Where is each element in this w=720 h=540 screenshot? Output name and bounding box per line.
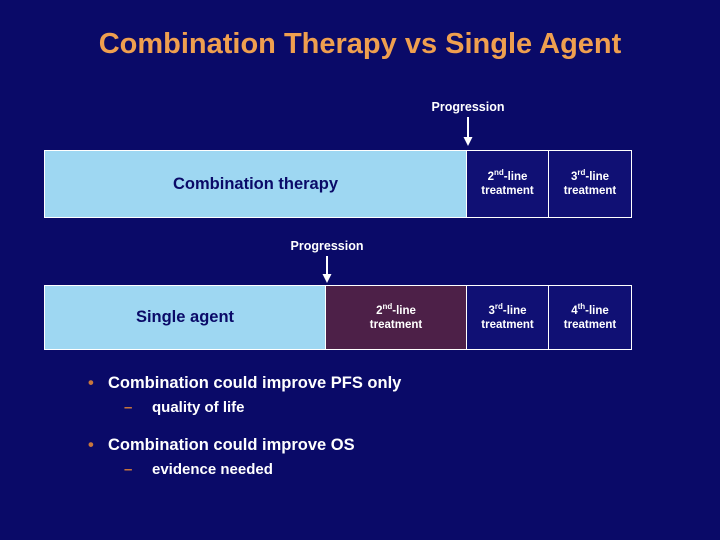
bullet-item-os: • Combination could improve OS xyxy=(80,436,640,455)
bullet-list: • Combination could improve PFS only – q… xyxy=(80,374,640,486)
page-title: Combination Therapy vs Single Agent xyxy=(98,28,622,60)
bar-combination-therapy: Combination therapy xyxy=(44,150,467,218)
progression-annotation-1: Progression xyxy=(428,100,508,147)
progression-annotation-2: Progression xyxy=(287,239,367,284)
cell-combination-3rd-line-title: 3rd-line xyxy=(570,168,610,183)
cell-single-4th-line-title: 4th-line xyxy=(571,301,609,317)
dash-marker-icon: – xyxy=(124,461,133,478)
bullet-item-os-text: Combination could improve OS xyxy=(108,436,355,454)
progression-label-2: Progression xyxy=(290,239,364,253)
cell-combination-3rd-line-sub: treatment xyxy=(563,185,617,197)
bullet-marker-icon: • xyxy=(88,374,94,392)
cell-combination-2nd-line: 2nd-line treatment xyxy=(467,150,549,218)
progression-label-1: Progression xyxy=(431,100,505,114)
bullet-item-quality-of-life: – quality of life xyxy=(80,399,640,416)
bullet-item-pfs-text: Combination could improve PFS only xyxy=(108,374,402,392)
bullet-spacer xyxy=(80,424,640,436)
cell-single-2nd-line-title: 2nd-line xyxy=(376,301,416,317)
bullet-item-evidence-needed: – evidence needed xyxy=(80,461,640,478)
bullet-item-quality-of-life-text: quality of life xyxy=(152,399,245,416)
bullet-item-evidence-needed-text: evidence needed xyxy=(152,461,273,478)
bar-single-agent-label: Single agent xyxy=(135,308,235,326)
dash-marker-icon: – xyxy=(124,399,133,416)
down-arrow-icon xyxy=(463,117,473,146)
cell-single-2nd-line: 2nd-line treatment xyxy=(326,285,467,350)
cell-combination-2nd-line-title: 2nd-line xyxy=(487,168,528,183)
down-arrow-icon xyxy=(322,256,332,283)
bullet-item-pfs: • Combination could improve PFS only xyxy=(80,374,640,393)
cell-combination-2nd-line-sub: treatment xyxy=(481,185,534,197)
cell-single-3rd-line-sub: treatment xyxy=(481,318,534,331)
cell-combination-3rd-line: 3rd-line treatment xyxy=(549,150,632,218)
bar-combination-therapy-label: Combination therapy xyxy=(172,174,338,193)
cell-single-3rd-line: 3rd-line treatment xyxy=(467,285,549,350)
cell-single-3rd-line-title: 3rd-line xyxy=(488,301,527,317)
cell-single-2nd-line-sub: treatment xyxy=(369,318,423,331)
timeline-row-single-agent: Single agent 2nd-line treatment 3rd-line… xyxy=(44,285,632,350)
cell-single-4th-line-sub: treatment xyxy=(563,318,617,331)
cell-single-4th-line: 4th-line treatment xyxy=(549,285,632,350)
bar-single-agent: Single agent xyxy=(44,285,326,350)
bullet-marker-icon: • xyxy=(88,436,94,454)
timeline-row-combination-therapy: Combination therapy 2nd-line treatment 3… xyxy=(44,150,632,218)
